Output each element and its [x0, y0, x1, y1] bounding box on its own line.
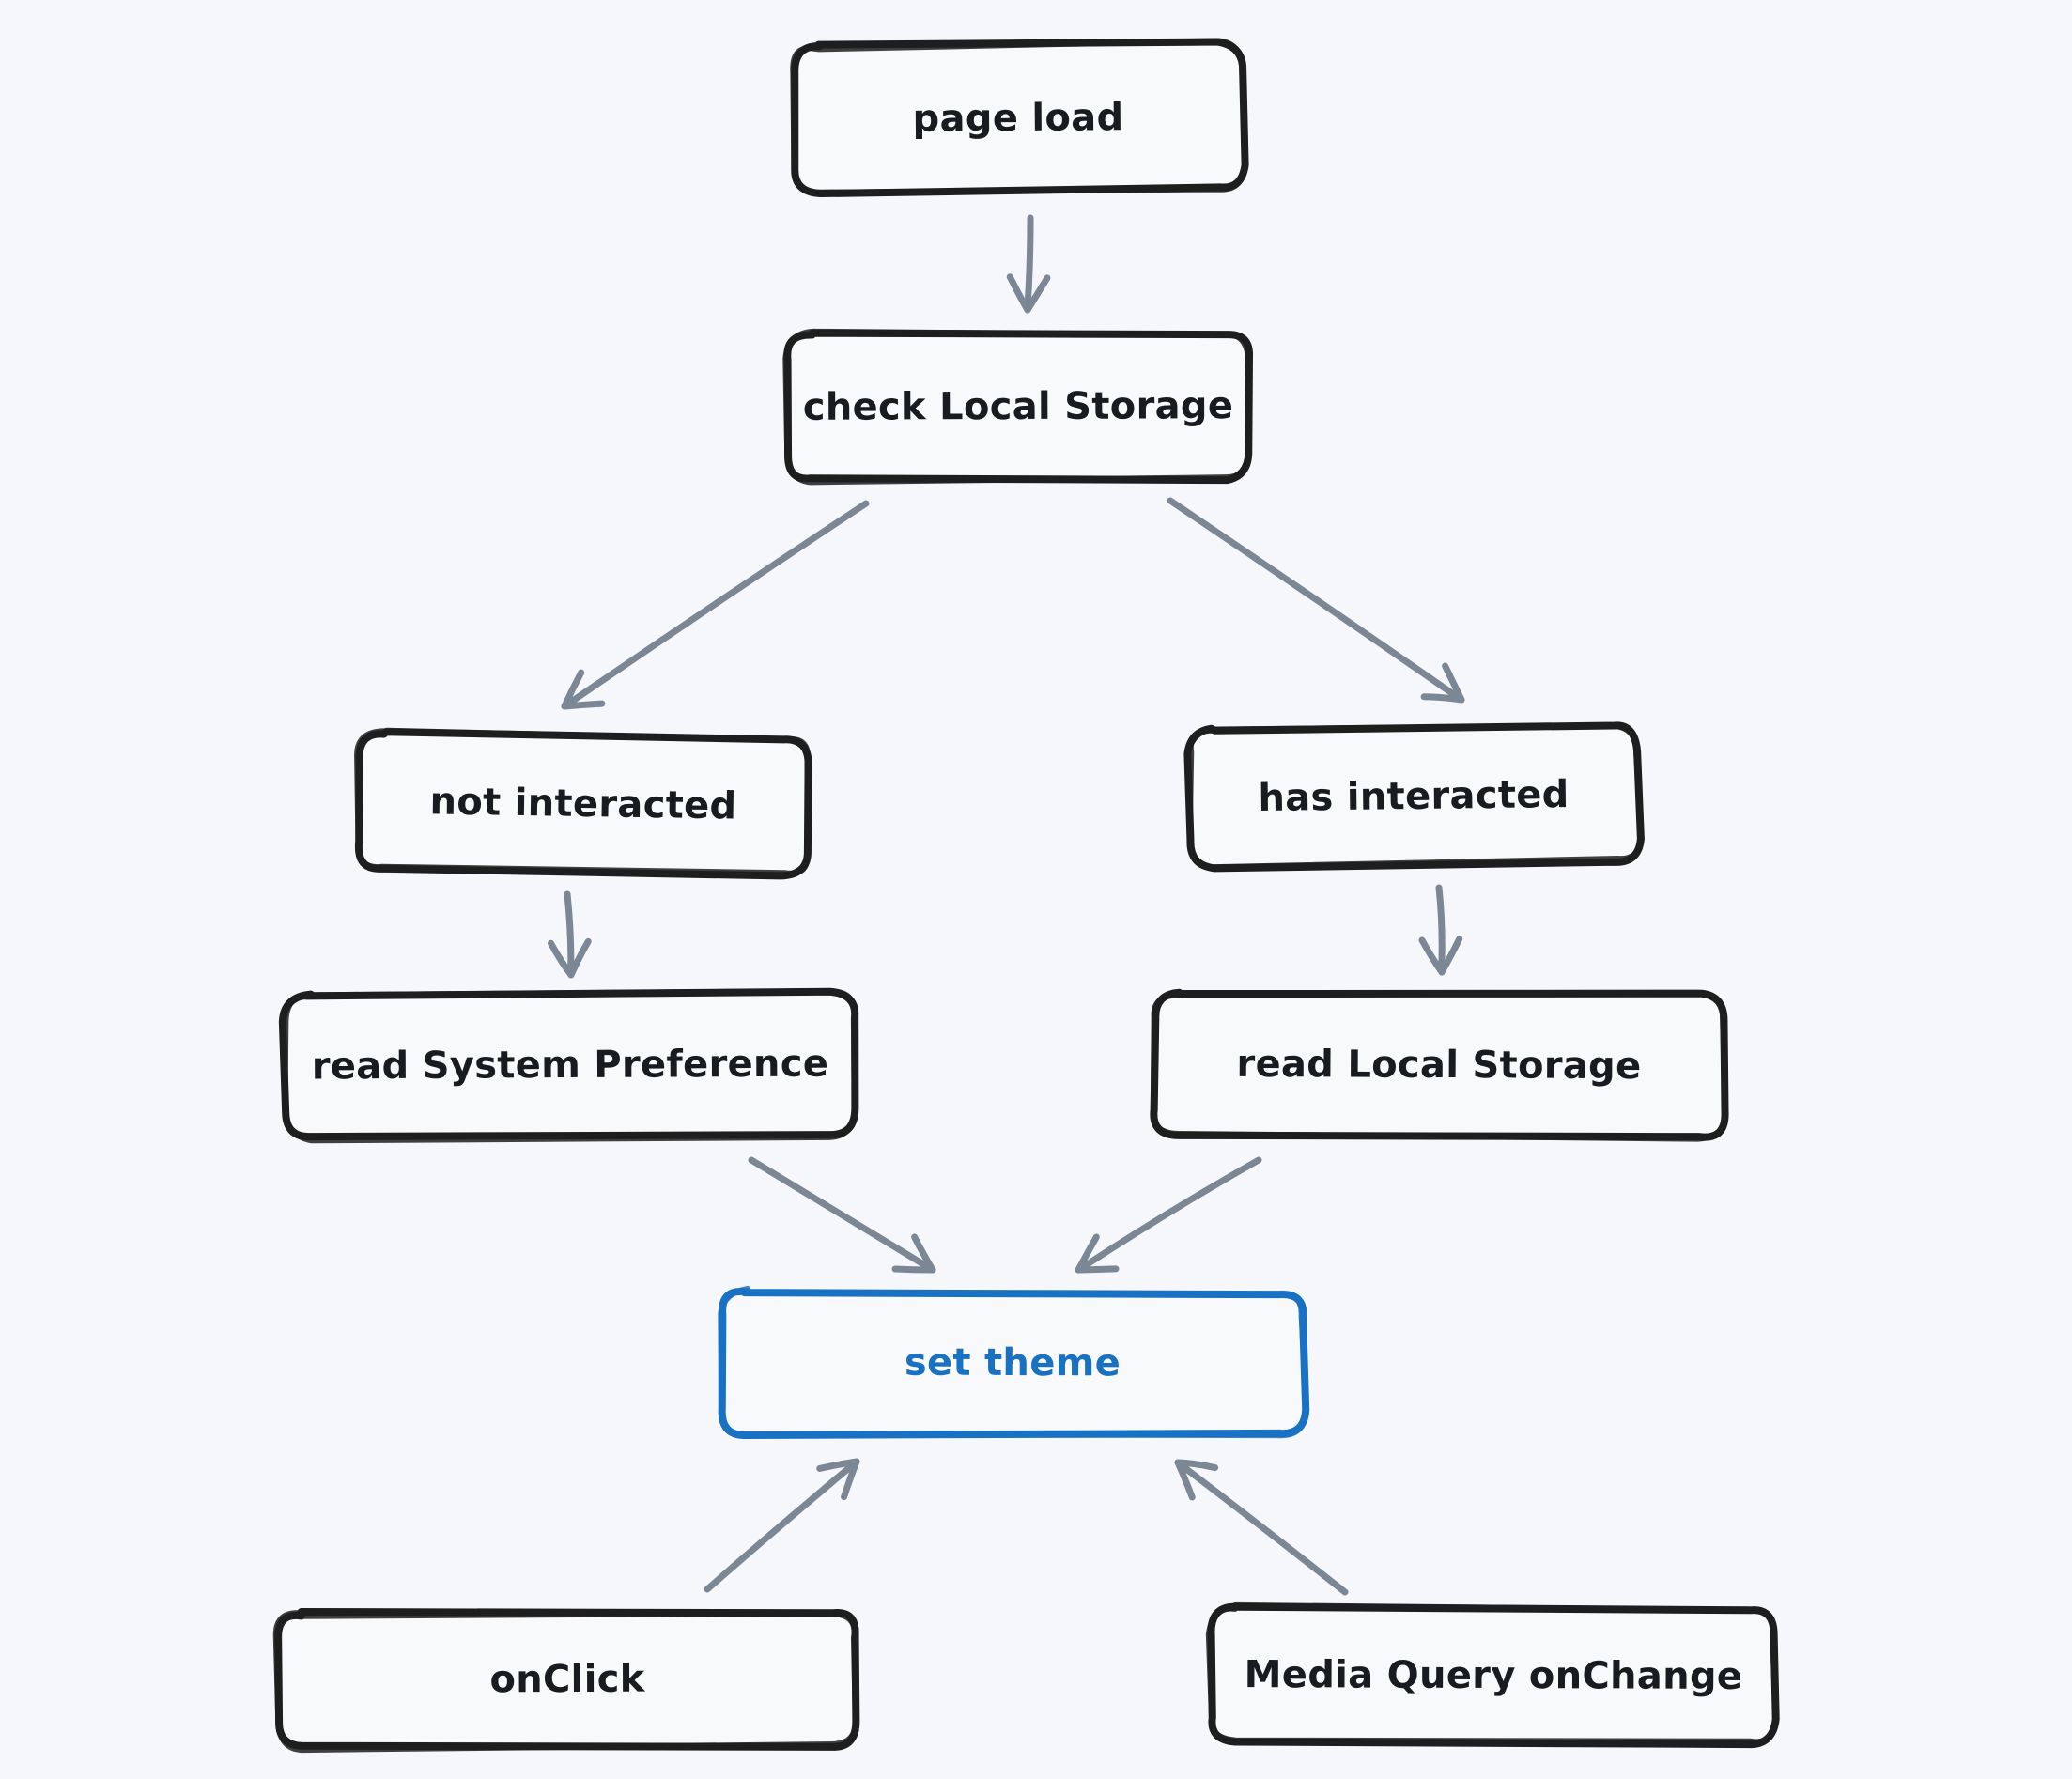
edges-layer: [548, 214, 1465, 1596]
node-fill: [793, 43, 1244, 193]
arrow-head-barb: [561, 700, 606, 710]
node-outline: [1186, 722, 1645, 871]
node-hit-check-local-storage[interactable]: [787, 333, 1250, 480]
arrow-head-barb: [911, 1233, 936, 1274]
node-outline: [1205, 1601, 1779, 1745]
arrow-head-barb: [1006, 273, 1031, 314]
node-fill: [277, 1612, 858, 1747]
node-hit-has-interacted[interactable]: [1188, 725, 1639, 867]
node-check-local-storage[interactable]: [782, 328, 1253, 486]
arrow-head-barb: [1075, 1265, 1120, 1274]
arrow-head-barb: [1442, 662, 1465, 704]
arrow-shaft: [565, 500, 870, 707]
node-outline: [790, 38, 1249, 195]
arrow-read-system-to-set-theme: [748, 1156, 936, 1274]
arrow-head-barb: [567, 937, 592, 979]
node-fill: [284, 992, 857, 1138]
node-fill: [786, 333, 1250, 480]
node-page-load[interactable]: [790, 38, 1249, 198]
arrow-head-barb: [1438, 936, 1463, 976]
node-hit-set-theme[interactable]: [721, 1291, 1305, 1435]
node-fill: [1211, 1608, 1776, 1743]
arrow-shaft: [704, 1462, 856, 1593]
node-hit-read-local-storage[interactable]: [1153, 992, 1725, 1137]
node-outline: [718, 1285, 1309, 1439]
node-onclick[interactable]: [272, 1608, 860, 1754]
arrow-head-barb: [1420, 693, 1465, 704]
node-outline: [354, 727, 811, 876]
node-read-local-storage[interactable]: [1150, 988, 1729, 1142]
node-outline: [1150, 989, 1728, 1142]
node-outline: [272, 1610, 858, 1754]
node-hit-read-system-preference[interactable]: [285, 992, 857, 1137]
arrow-shaft: [1167, 497, 1461, 701]
arrow-media-query-to-set-theme: [1174, 1459, 1349, 1596]
node-set-theme[interactable]: [718, 1285, 1310, 1439]
arrow-check-to-not-interacted: [561, 500, 870, 710]
node-hit-media-query-onchange[interactable]: [1212, 1608, 1775, 1743]
arrow-shaft: [1024, 214, 1034, 308]
arrow-shaft: [1179, 1462, 1349, 1596]
node-has-interacted[interactable]: [1183, 721, 1645, 873]
nodes-layer: [272, 38, 1780, 1754]
arrow-shaft: [1435, 884, 1446, 970]
node-fill: [358, 732, 809, 875]
node-fill: [720, 1291, 1305, 1435]
arrow-shaft: [1079, 1156, 1262, 1271]
arrow-onclick-to-set-theme: [704, 1458, 860, 1593]
node-outline: [782, 328, 1252, 486]
arrow-head-barb: [1024, 274, 1051, 314]
node-fill: [1188, 725, 1639, 867]
node-hit-onclick[interactable]: [278, 1612, 857, 1747]
node-outline: [282, 988, 858, 1144]
arrow-head-barb: [816, 1458, 860, 1472]
node-media-query-onchange[interactable]: [1205, 1601, 1780, 1749]
arrow-shaft: [564, 890, 575, 973]
arrow-check-to-has-interacted: [1167, 497, 1465, 704]
arrow-shaft: [748, 1156, 932, 1271]
arrow-head-barb: [1174, 1459, 1196, 1501]
arrow-has-interacted-to-read-local: [1418, 884, 1463, 976]
node-read-system-preference[interactable]: [278, 987, 859, 1144]
arrow-page-load-to-check: [1006, 214, 1051, 314]
node-hit-page-load[interactable]: [793, 43, 1243, 192]
node-not-interacted[interactable]: [354, 727, 812, 880]
node-fill: [1152, 992, 1725, 1138]
arrow-not-interacted-to-read-system: [548, 890, 592, 979]
arrow-read-local-to-set-theme: [1075, 1156, 1262, 1274]
node-hit-not-interacted[interactable]: [358, 732, 809, 874]
arrow-head-barb: [891, 1265, 936, 1274]
